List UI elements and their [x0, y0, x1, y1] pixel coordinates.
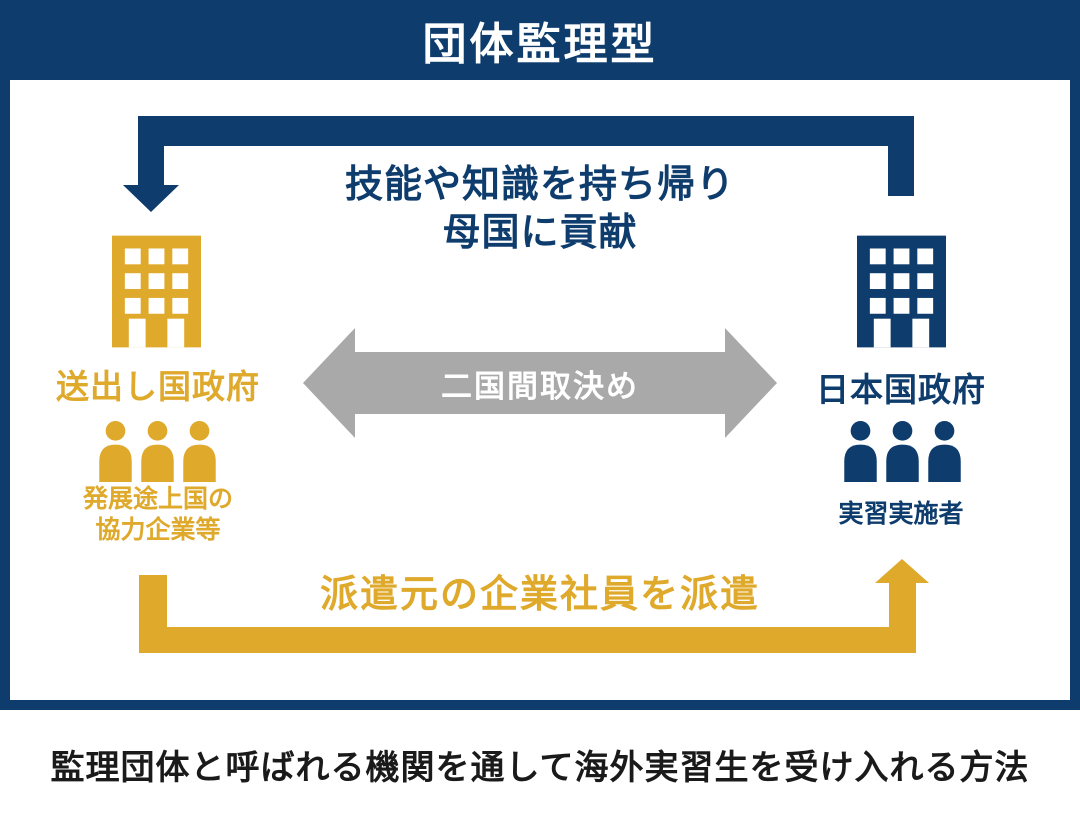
- dispatch-flow-label: 派遣元の企業社員を派遣: [319, 574, 760, 616]
- return-arrow-right-leg: [888, 144, 914, 196]
- sending-group-label-line1: 発展途上国の: [82, 485, 233, 513]
- return-flow-label-line2: 母国に貢献: [442, 211, 638, 254]
- caption-area: 監理団体と呼ばれる機関を通して海外実習生を受け入れる方法: [0, 710, 1080, 819]
- japan-government-label: 日本国政府: [816, 371, 986, 408]
- person-icon: [99, 421, 132, 482]
- bilateral-agreement-label: 二国間取決め: [441, 368, 639, 404]
- person-icon: [844, 421, 877, 482]
- building-icon-sending-country: [112, 235, 201, 348]
- bilateral-agreement-arrow: 二国間取決め: [303, 328, 777, 438]
- person-icon: [141, 421, 174, 482]
- arrow-down-icon: [123, 185, 179, 212]
- dispatch-arrow-left-leg: [139, 575, 167, 629]
- caption-text: 監理団体と呼ばれる機関を通して海外実習生を受け入れる方法: [50, 749, 1030, 787]
- return-flow-label-line1: 技能や知識を持ち帰り: [344, 164, 735, 206]
- page-title: 団体監理型: [422, 20, 658, 69]
- return-arrow-bar: [138, 116, 914, 146]
- return-flow-label: 技能や知識を持ち帰り 母国に貢献: [0, 162, 1080, 258]
- arrow-up-icon: [875, 559, 929, 583]
- people-icon-trainee-implementers: [842, 421, 963, 482]
- person-icon: [886, 421, 919, 482]
- sending-group-label: 発展途上国の 協力企業等: [0, 484, 316, 545]
- dispatch-arrow-bar: [139, 627, 916, 653]
- building-icon-japan-government: [857, 235, 946, 348]
- dispatch-flow-arrow: [139, 559, 929, 653]
- implementer-label: 実習実施者: [838, 500, 964, 528]
- person-icon: [183, 421, 216, 482]
- people-icon-sending-group: [97, 421, 218, 482]
- return-flow-arrow: [123, 116, 914, 212]
- sending-group-label-line2: 協力企業等: [95, 515, 221, 544]
- return-arrow-left-leg: [138, 144, 164, 186]
- double-arrow-icon: [303, 328, 777, 438]
- sending-country-label: 送出し国政府: [56, 368, 260, 405]
- title-banner: 団体監理型: [0, 0, 1080, 80]
- dispatch-arrow-right-leg: [889, 582, 916, 629]
- person-icon: [928, 421, 961, 482]
